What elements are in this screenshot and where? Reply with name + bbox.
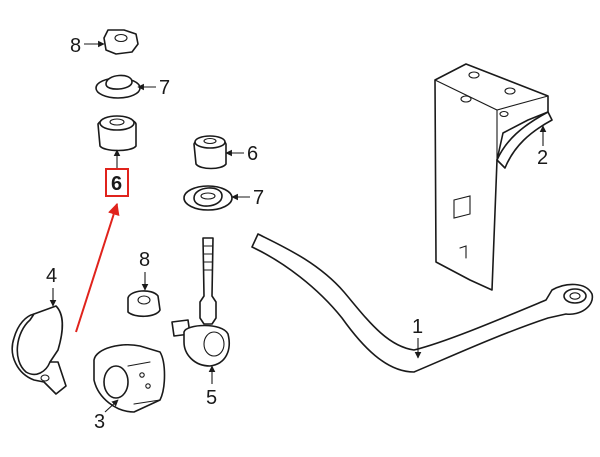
callout-6-center: 6 (247, 143, 258, 165)
callout-2: 2 (537, 147, 548, 169)
bushing-part-center (193, 135, 227, 170)
callout-5: 5 (206, 387, 217, 409)
callout-7-center: 7 (253, 187, 264, 209)
callout-8-top: 8 (70, 35, 81, 57)
callout-leaders (49, 40, 547, 413)
highlight-box (105, 168, 129, 197)
callout-3: 3 (94, 411, 105, 433)
callout-4: 4 (46, 265, 57, 287)
mounting-bracket-part (434, 63, 553, 291)
washer-part-top (95, 74, 141, 99)
washer-part-center (183, 185, 233, 211)
highlight-arrow (75, 202, 120, 333)
callout-7-top: 7 (159, 77, 170, 99)
stabilizer-link-part (171, 237, 230, 367)
nut-part-top (103, 29, 139, 55)
callout-6-left: 6 (111, 173, 122, 195)
stabilizer-bar-part (251, 233, 594, 373)
callout-8-lower: 8 (139, 249, 150, 271)
bushing-part-left (97, 115, 137, 152)
nut-part-lower (127, 290, 161, 318)
leader-3 (104, 399, 119, 413)
clamp-bracket-part (11, 305, 67, 395)
callout-1: 1 (412, 316, 423, 338)
bar-bushing-part (93, 344, 166, 413)
callout-labels: 8 7 6 6 7 8 4 3 5 1 2 (46, 35, 548, 433)
